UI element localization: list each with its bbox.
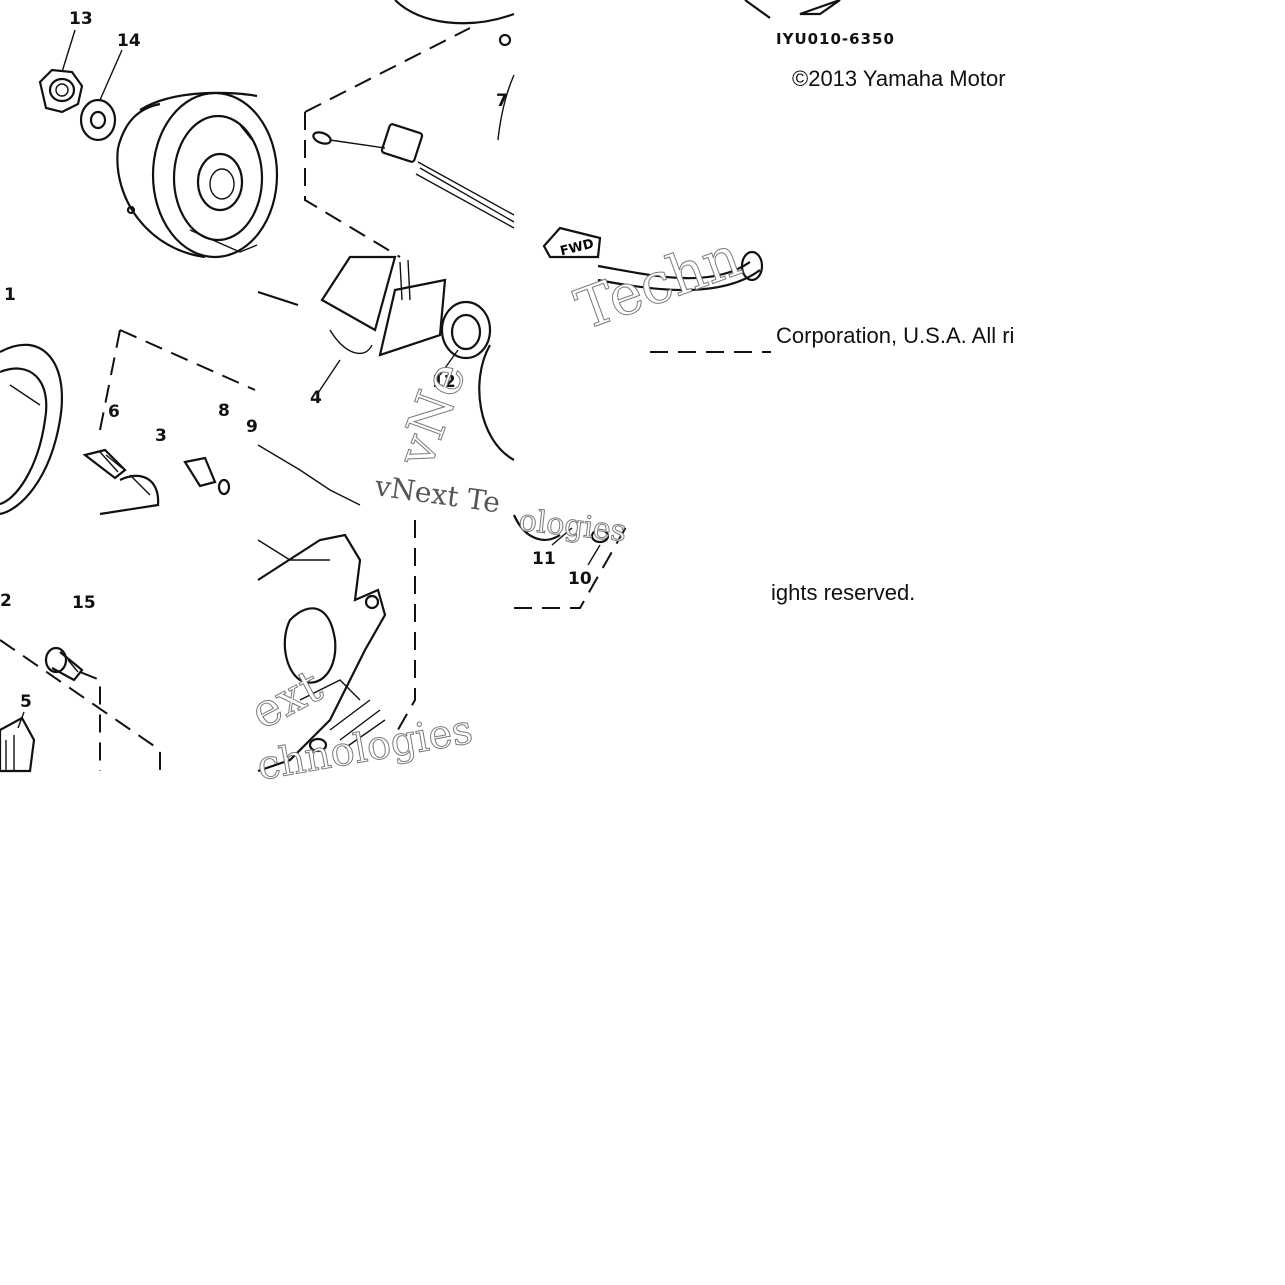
watermark-ologies: ologies — [517, 503, 628, 549]
tile-rotor-housing: 1 6 3 8 9 — [0, 285, 258, 516]
tile-charge-coil: 4 12 vNext Te vNe — [257, 255, 515, 519]
callout-6: 6 — [108, 402, 120, 422]
copyright-line-3: ights reserved. — [771, 580, 916, 605]
callout-13: 13 — [69, 9, 93, 29]
nut-part — [38, 68, 84, 114]
tile-lead-wire: Techn — [567, 224, 771, 353]
callout-1: 1 — [4, 285, 16, 305]
screw-8 — [183, 456, 217, 488]
callout-10: 10 — [568, 569, 592, 589]
callout-15: 15 — [72, 593, 96, 613]
callout-5: 5 — [20, 692, 32, 712]
fwd-marker: FWD — [542, 226, 602, 259]
watermark-vnext: vNext Te — [372, 469, 502, 519]
screw-6 — [82, 448, 127, 480]
part-code-label: IYU010-6350 — [776, 30, 895, 48]
flywheel-part — [116, 91, 279, 259]
watermark-vne: vNe — [385, 355, 478, 476]
callout-8: 8 — [218, 401, 230, 421]
watermark-techn: Techn — [568, 224, 750, 343]
tile-base-plate: ext chnologies — [241, 520, 476, 790]
charge-coil-4 — [320, 255, 447, 357]
callout-3: 3 — [155, 426, 167, 446]
tile-flywheel: 13 14 — [38, 9, 279, 259]
tile-cdi-unit: 2 15 5 — [0, 591, 161, 773]
callout-9: 9 — [246, 417, 258, 437]
copyright-line-1: ©2013 Yamaha Motor — [792, 66, 1006, 91]
base-plate — [257, 533, 387, 773]
watermark-ext: ext — [242, 658, 331, 740]
tile-harness: 7 — [304, 0, 515, 258]
harness-connector — [312, 123, 515, 229]
pickup-coil-3 — [99, 474, 160, 516]
screw-15 — [44, 646, 84, 682]
tile-stator-screws: 11 10 ologies — [512, 503, 631, 609]
cdi-unit-5 — [0, 716, 36, 773]
oil-seal-12 — [440, 300, 492, 360]
washer-part — [79, 98, 117, 142]
callout-12: 12 — [432, 372, 456, 392]
callout-11: 11 — [532, 549, 556, 569]
callout-14: 14 — [117, 31, 141, 51]
tile-clamp: IYU010-6350 FWD — [542, 0, 895, 259]
copyright-line-2: Corporation, U.S.A. All ri — [776, 323, 1015, 348]
callout-2: 2 — [0, 591, 12, 611]
callout-4: 4 — [310, 388, 322, 408]
callout-7: 7 — [496, 91, 508, 111]
